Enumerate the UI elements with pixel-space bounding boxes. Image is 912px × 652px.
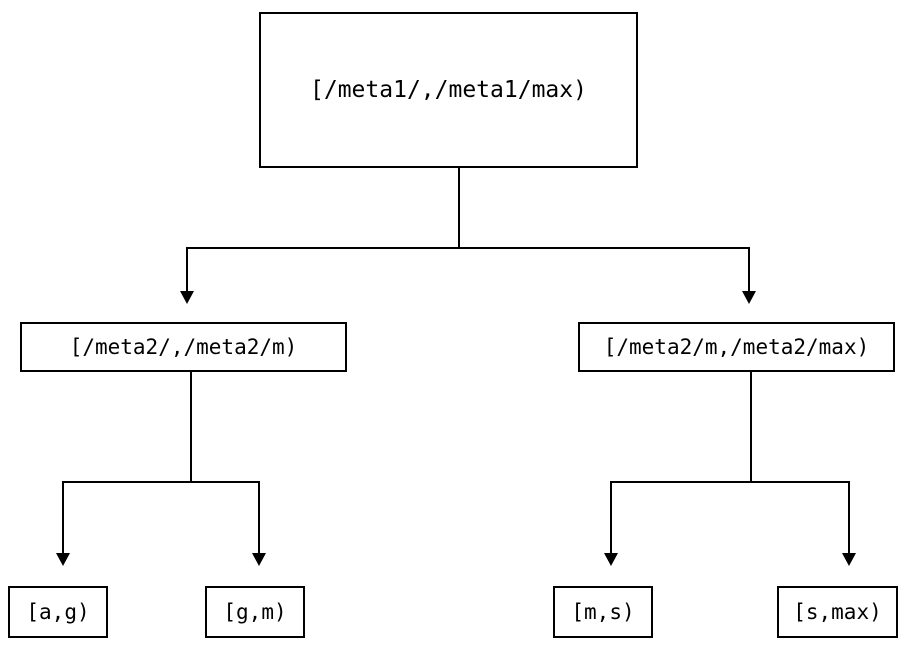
edge-mid-left-to-leaf-1-drop bbox=[62, 481, 64, 554]
edge-root-to-mid-right-drop bbox=[748, 247, 750, 292]
node-leaf-4[interactable]: [s,max) bbox=[777, 586, 898, 638]
edge-mid-right-stem bbox=[750, 372, 752, 482]
arrowhead-mid-left-to-leaf-1-icon bbox=[56, 553, 70, 566]
edge-mid-right-bus bbox=[610, 481, 850, 483]
arrowhead-root-to-mid-left-icon bbox=[180, 291, 194, 304]
node-leaf-1[interactable]: [a,g) bbox=[8, 586, 108, 638]
arrowhead-root-to-mid-right-icon bbox=[742, 291, 756, 304]
edge-root-stem bbox=[458, 168, 460, 248]
arrowhead-mid-left-to-leaf-2-icon bbox=[252, 553, 266, 566]
edge-mid-left-stem bbox=[190, 372, 192, 482]
node-root[interactable]: [/meta1/,/meta1/max) bbox=[259, 12, 638, 168]
edge-mid-right-to-leaf-4-drop bbox=[848, 481, 850, 554]
edge-mid-left-to-leaf-2-drop bbox=[258, 481, 260, 554]
node-leaf-2[interactable]: [g,m) bbox=[205, 586, 305, 638]
node-mid-right[interactable]: [/meta2/m,/meta2/max) bbox=[578, 322, 895, 372]
edge-root-bus bbox=[186, 247, 750, 249]
arrowhead-mid-right-to-leaf-3-icon bbox=[604, 553, 618, 566]
node-mid-left[interactable]: [/meta2/,/meta2/m) bbox=[20, 322, 347, 372]
edge-mid-right-to-leaf-3-drop bbox=[610, 481, 612, 554]
node-leaf-3[interactable]: [m,s) bbox=[553, 586, 653, 638]
edge-root-to-mid-left-drop bbox=[186, 247, 188, 292]
edge-mid-left-bus bbox=[62, 481, 260, 483]
arrowhead-mid-right-to-leaf-4-icon bbox=[842, 553, 856, 566]
